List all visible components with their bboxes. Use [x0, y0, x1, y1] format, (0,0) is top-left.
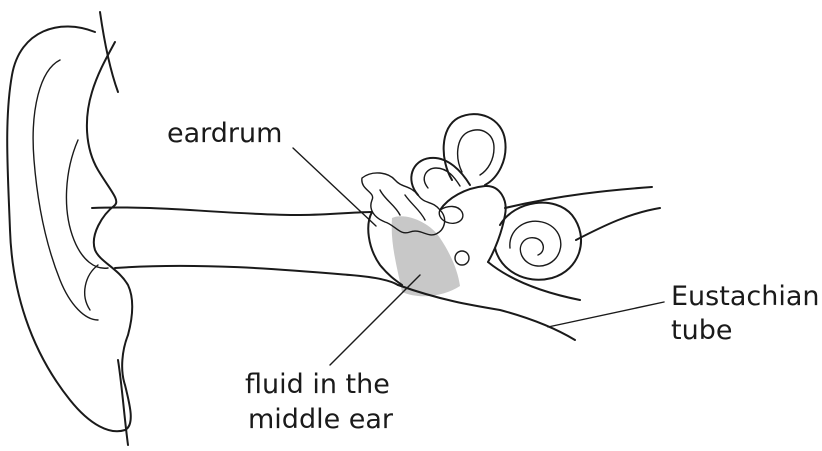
eustachian-tube-bottom [398, 285, 575, 340]
round-window [455, 251, 469, 265]
auditory-nerve-bottom [576, 208, 660, 240]
cochlea [495, 203, 581, 280]
ear-antihelix [66, 140, 108, 268]
fluid-label-line1: fluid in the [245, 368, 390, 402]
eustachian-pointer [548, 302, 664, 327]
eustachian-label-line1: Eustachian [671, 280, 820, 314]
fluid-pointer [330, 275, 420, 365]
semicircular-canal-2-inner [424, 168, 460, 188]
ear-canal-top [92, 207, 372, 215]
semicircular-canal-1 [444, 114, 506, 185]
eustachian-tube-top [488, 262, 580, 300]
ear-tragus [85, 265, 98, 310]
eustachian-label-line2: tube [671, 314, 732, 348]
cochlea-spiral [510, 221, 561, 266]
fluid-label-line2: middle ear [248, 403, 393, 437]
ear-canal-bottom [115, 266, 398, 285]
semicircular-canal-2 [411, 158, 470, 195]
eardrum-label: eardrum [167, 117, 282, 151]
semicircular-canal-1-inner [458, 130, 494, 175]
ear-inner-rim [33, 60, 98, 320]
